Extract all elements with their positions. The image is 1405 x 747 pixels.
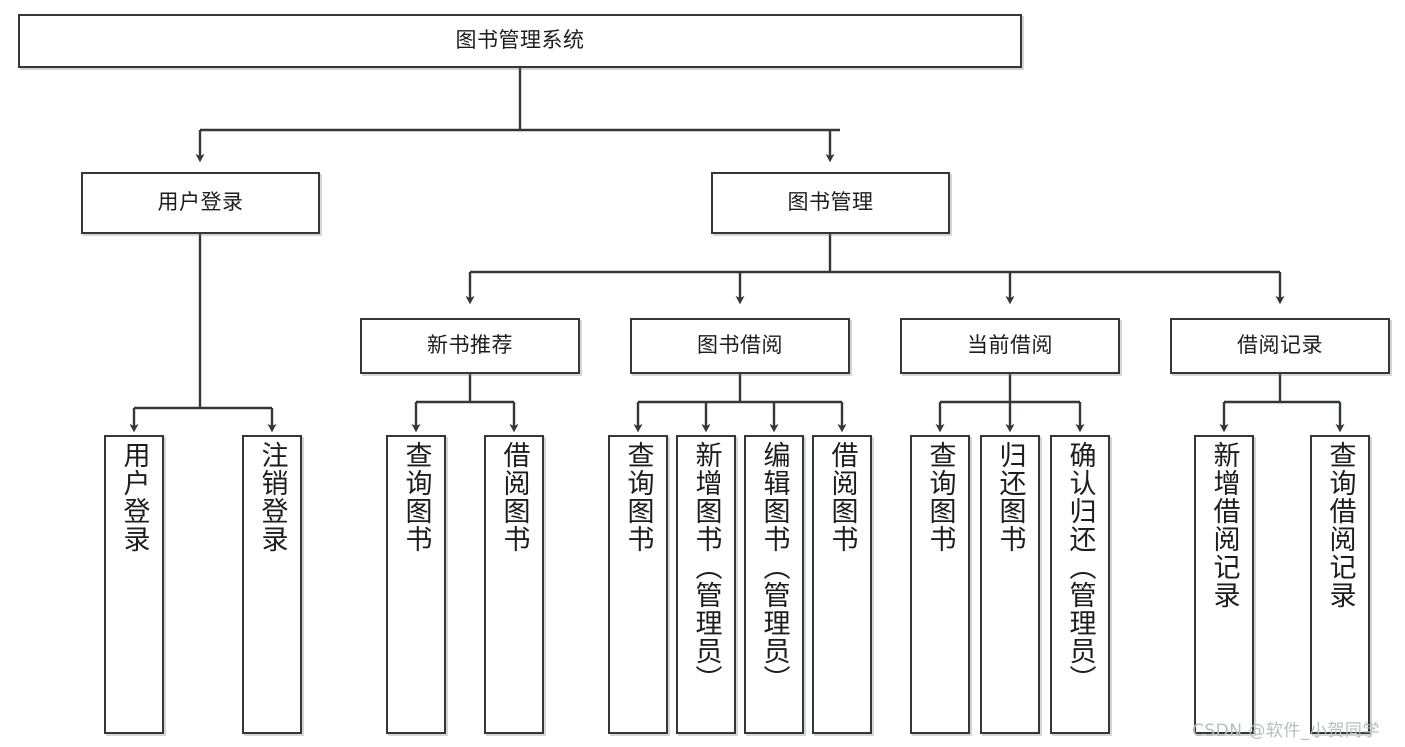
leaf-new-book-borrow-book[interactable]: 借阅图书	[484, 435, 544, 734]
leaf-borrow-query-book[interactable]: 查询图书	[608, 435, 668, 734]
leaf-borrow-edit-book-admin[interactable]: 编辑图书（管理员）	[744, 435, 804, 734]
leaf-current-query-book[interactable]: 查询图书	[910, 435, 970, 734]
leaf-user-login-login[interactable]: 用户登录	[104, 435, 164, 734]
leaf-current-confirm-return-admin[interactable]: 确认归还（管理员）	[1050, 435, 1110, 734]
node-label: 用户登录	[157, 190, 244, 215]
leaf-record-add-record[interactable]: 新增借阅记录	[1194, 435, 1254, 734]
node-root-book-management-system[interactable]: 图书管理系统	[18, 14, 1022, 68]
node-label: 新增借阅记录	[1208, 441, 1240, 609]
node-label: 查询图书	[622, 441, 654, 553]
node-current-borrow[interactable]: 当前借阅	[900, 318, 1120, 374]
node-new-book-recommend[interactable]: 新书推荐	[360, 318, 580, 374]
leaf-borrow-borrow-book[interactable]: 借阅图书	[812, 435, 872, 734]
leaf-current-return-book[interactable]: 归还图书	[980, 435, 1040, 734]
node-label: 借阅图书	[826, 441, 858, 553]
node-label: 借阅图书	[498, 441, 530, 553]
node-label: 图书管理	[787, 190, 874, 215]
leaf-borrow-add-book-admin[interactable]: 新增图书（管理员）	[676, 435, 736, 734]
node-label: 图书借阅	[697, 333, 783, 358]
node-label: 查询图书	[924, 441, 956, 553]
node-label: 图书管理系统	[455, 28, 585, 53]
node-label: 编辑图书（管理员）	[758, 441, 790, 693]
leaf-record-query-record[interactable]: 查询借阅记录	[1310, 435, 1370, 734]
node-label: 注销登录	[256, 441, 288, 553]
node-label: 查询借阅记录	[1324, 441, 1356, 609]
node-book-borrow[interactable]: 图书借阅	[630, 318, 850, 374]
node-label: 当前借阅	[967, 333, 1053, 358]
node-book-management[interactable]: 图书管理	[711, 172, 950, 234]
leaf-user-login-logout[interactable]: 注销登录	[242, 435, 302, 734]
node-label: 确认归还（管理员）	[1064, 441, 1096, 693]
node-label: 新书推荐	[427, 333, 513, 358]
leaf-new-book-query-book[interactable]: 查询图书	[386, 435, 446, 734]
node-label: 用户登录	[118, 441, 150, 553]
node-label: 新增图书（管理员）	[690, 441, 722, 693]
csdn-watermark: CSDN @软件_小贺同学	[1192, 721, 1380, 741]
node-label: 借阅记录	[1237, 333, 1323, 358]
node-label: 查询图书	[400, 441, 432, 553]
node-user-login[interactable]: 用户登录	[81, 172, 320, 234]
node-label: 归还图书	[994, 441, 1026, 553]
node-borrow-record[interactable]: 借阅记录	[1170, 318, 1390, 374]
